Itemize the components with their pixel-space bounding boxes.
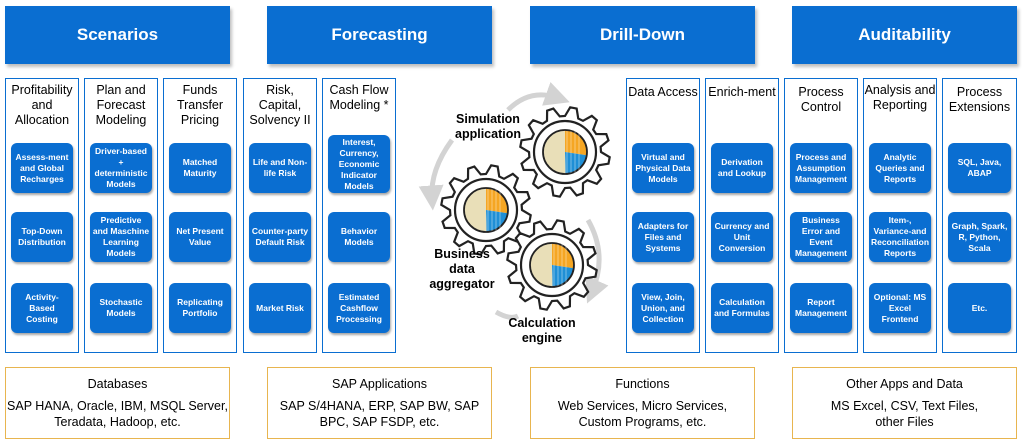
item-button[interactable]: Business Error and Event Management <box>790 212 852 262</box>
column-title: Process Control <box>798 85 844 114</box>
cycle-arrow <box>506 82 570 112</box>
column-plan-forecast: Plan and Forecast Modeling Driver-based … <box>84 78 158 353</box>
gear-pie-slice <box>486 188 508 214</box>
item-button[interactable]: Virtual and Physical Data Models <box>632 143 694 193</box>
item-button[interactable]: Activity-Based Costing <box>11 283 73 333</box>
column-analysis-reporting: Analysis and Reporting Analytic Queries … <box>863 78 937 353</box>
gear-icon <box>519 106 611 198</box>
item-button[interactable]: View, Join, Union, and Collection <box>632 283 694 333</box>
item-button[interactable]: Process and Assumption Management <box>790 143 852 193</box>
item-button[interactable]: Etc. <box>948 283 1011 333</box>
column-enrichment: Enrich-ment Derivation and Lookup Curren… <box>705 78 779 353</box>
gear-pie-slice <box>552 243 574 269</box>
column-title: Analysis and Reporting <box>864 83 936 112</box>
item-button[interactable]: Assess-ment and Global Recharges <box>11 143 73 193</box>
item-button[interactable]: Item-, Variance-and Reconciliation Repor… <box>869 212 931 262</box>
header-auditability: Auditability <box>792 6 1017 64</box>
bottom-body: SAP S/4HANA, ERP, SAP BW, SAP BPC, SAP F… <box>279 399 480 429</box>
item-button[interactable]: Derivation and Lookup <box>711 143 773 193</box>
item-button[interactable]: Stochastic Models <box>90 283 152 333</box>
column-funds-transfer: Funds Transfer Pricing Matched Maturity … <box>163 78 237 353</box>
item-button[interactable]: Report Management <box>790 283 852 333</box>
header-forecasting: Forecasting <box>267 6 492 64</box>
header-drill-down: Drill-Down <box>530 6 755 64</box>
item-button[interactable]: Analytic Queries and Reports <box>869 143 931 193</box>
bottom-body: Web Services, Micro Services, Custom Pro… <box>557 399 728 429</box>
gear-pie-slice <box>543 130 566 175</box>
aggregator-label: Business data aggregator <box>429 247 495 291</box>
item-button[interactable]: Market Risk <box>249 283 311 333</box>
item-button[interactable]: Interest, Currency, Economic Indicator M… <box>328 135 390 193</box>
column-process-control: Process Control Process and Assumption M… <box>784 78 858 353</box>
bottom-body: MS Excel, CSV, Text Files, other Files <box>830 399 979 429</box>
gear-pie-slice <box>486 210 508 232</box>
item-button[interactable]: Optional: MS Excel Frontend <box>869 283 931 333</box>
gear-pie-border <box>542 129 588 175</box>
column-title: Profitability and Allocation <box>11 83 73 127</box>
item-button[interactable]: Matched Maturity <box>169 143 231 193</box>
engine-label: Calculation engine <box>508 316 576 345</box>
item-button[interactable]: Currency and Unit Conversion <box>711 212 773 262</box>
gear-icon <box>440 164 532 256</box>
column-title: Risk, Capital, Solvency II <box>249 83 311 127</box>
column-risk-capital: Risk, Capital, Solvency II Life and Non-… <box>243 78 317 353</box>
column-title: Funds Transfer Pricing <box>176 83 224 127</box>
bottom-title: SAP Applications <box>332 377 427 391</box>
column-title: Plan and Forecast Modeling <box>95 83 147 127</box>
column-cash-flow: Cash Flow Modeling * Interest, Currency,… <box>322 78 396 353</box>
cycle-arrow <box>418 138 455 211</box>
bottom-title: Functions <box>615 377 670 391</box>
item-button[interactable]: Calculation and Formulas <box>711 283 773 333</box>
column-process-extensions: Process Extensions SQL, Java, ABAP Graph… <box>942 78 1017 353</box>
item-button[interactable]: Estimated Cashflow Processing <box>328 283 390 333</box>
bottom-body: SAP HANA, Oracle, IBM, MSQL Server, Tera… <box>7 399 228 429</box>
gear-pie-slice <box>565 152 587 174</box>
item-button[interactable]: Graph, Spark, R, Python, Scala <box>948 212 1011 262</box>
bottom-sap-applications: SAP Applications SAP S/4HANA, ERP, SAP B… <box>267 367 492 439</box>
column-title: Cash Flow Modeling * <box>329 83 389 112</box>
item-button[interactable]: Top-Down Distribution <box>11 212 73 262</box>
bottom-databases: Databases SAP HANA, Oracle, IBM, MSQL Se… <box>5 367 230 439</box>
bottom-functions: Functions Web Services, Micro Services, … <box>530 367 755 439</box>
bottom-title: Databases <box>87 377 148 391</box>
gear-pie-slice <box>464 188 487 233</box>
column-title: Data Access <box>628 85 698 99</box>
gear-pie-slice <box>552 265 574 287</box>
gear-icon <box>506 219 598 311</box>
item-button[interactable]: Predictive and Maschine Learning Models <box>90 212 152 262</box>
gear-pie-border <box>463 187 509 233</box>
item-button[interactable]: Adapters for Files and Systems <box>632 212 694 262</box>
item-button[interactable]: Replicating Portfolio <box>169 283 231 333</box>
item-button[interactable]: Counter-party Default Risk <box>249 212 311 262</box>
cycle-arrow <box>494 309 520 320</box>
simulation-label: Simulation application <box>455 112 521 141</box>
bottom-other-apps: Other Apps and Data MS Excel, CSV, Text … <box>792 367 1017 439</box>
gear-pie-slice <box>530 243 553 288</box>
item-button[interactable]: Net Present Value <box>169 212 231 262</box>
bottom-title: Other Apps and Data <box>846 377 963 391</box>
item-button[interactable]: Life and Non-life Risk <box>249 143 311 193</box>
item-button[interactable]: SQL, Java, ABAP <box>948 143 1011 193</box>
gear-pie-slice <box>565 130 587 156</box>
item-button[interactable]: Behavior Models <box>328 212 390 262</box>
header-scenarios: Scenarios <box>5 6 230 64</box>
column-profitability: Profitability and Allocation Assess-ment… <box>5 78 79 353</box>
item-button[interactable]: Driver-based + deterministic Models <box>90 143 152 193</box>
gear-pie-border <box>529 242 575 288</box>
column-data-access: Data Access Virtual and Physical Data Mo… <box>626 78 700 353</box>
column-title: Process Extensions <box>948 85 1011 114</box>
column-title: Enrich-ment <box>708 85 776 99</box>
gears-diagram <box>418 82 611 320</box>
cycle-arrow <box>585 218 609 304</box>
